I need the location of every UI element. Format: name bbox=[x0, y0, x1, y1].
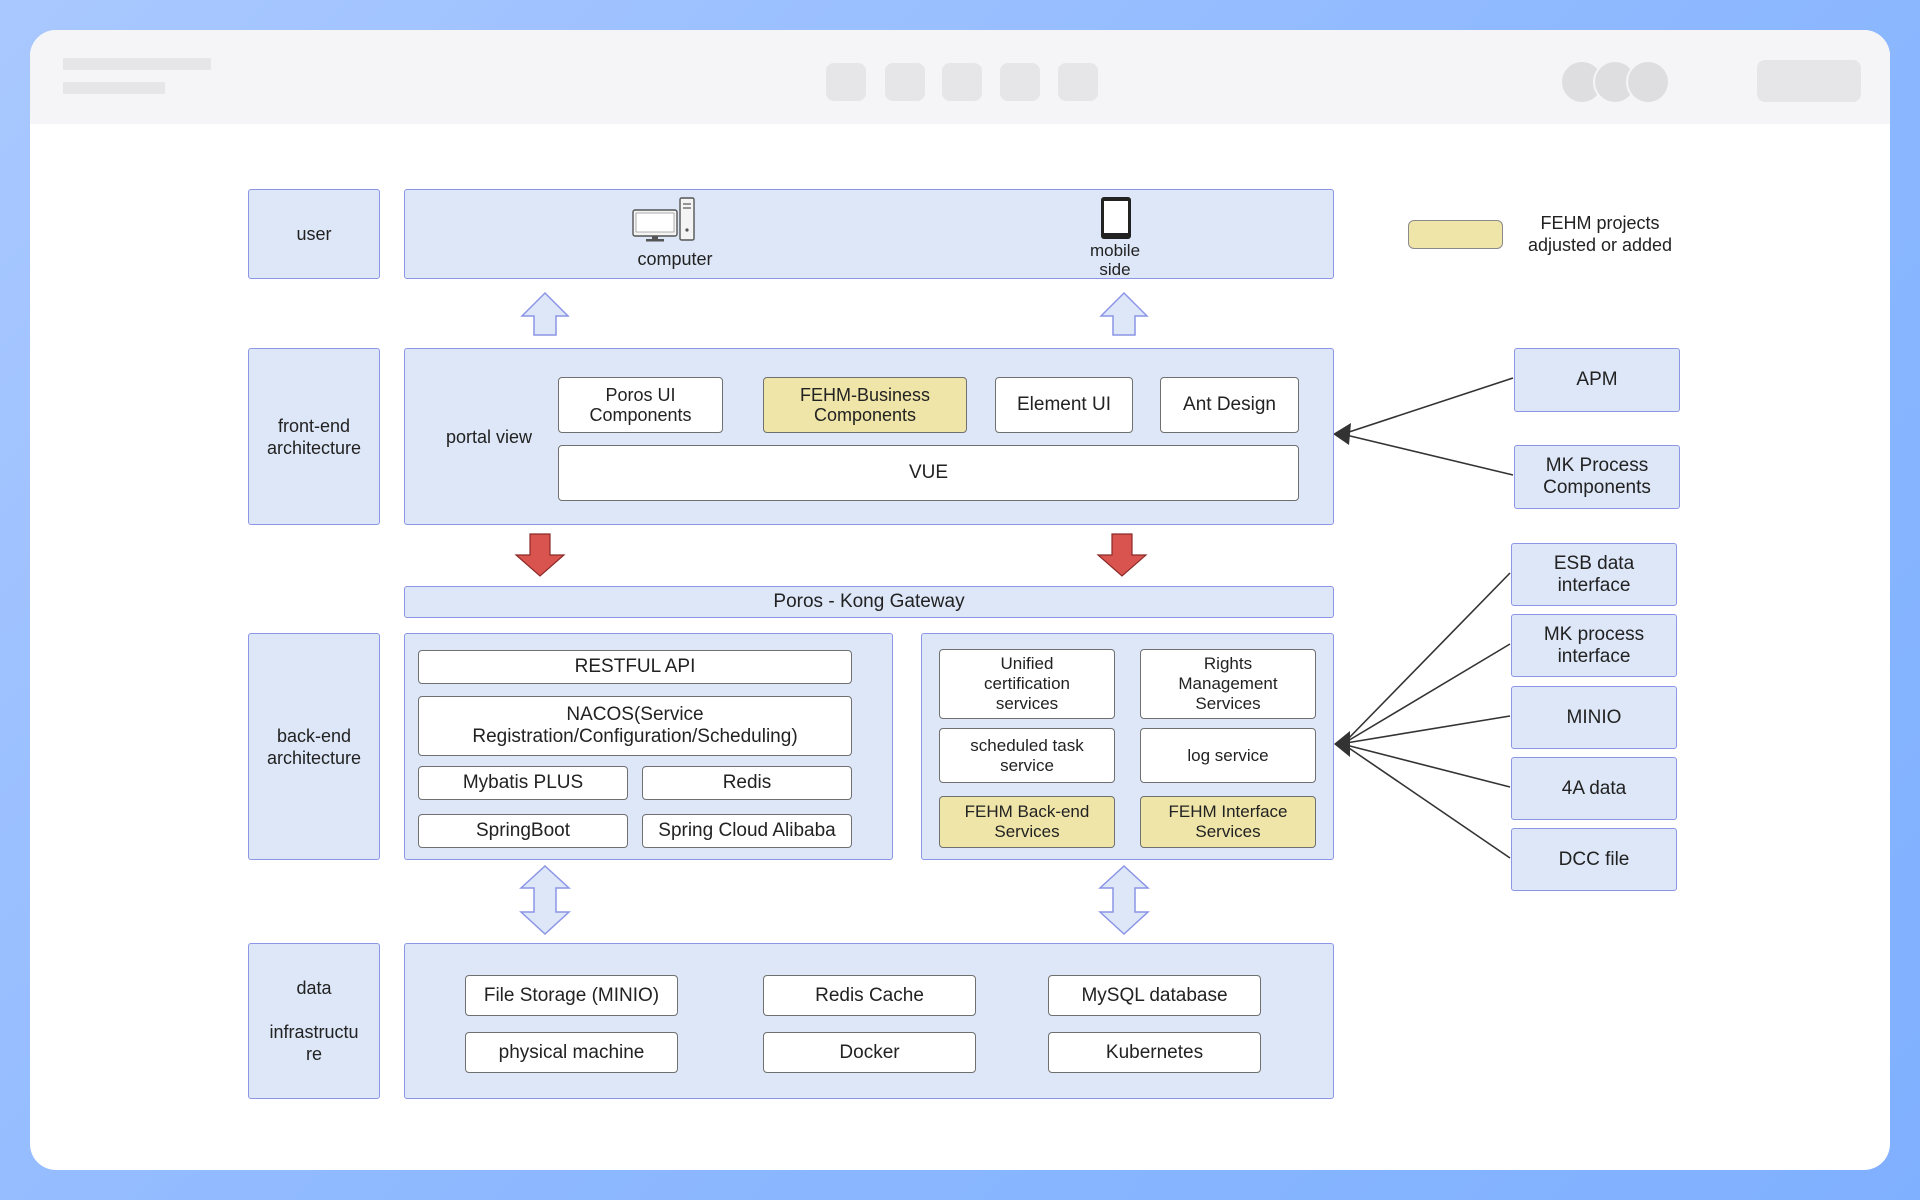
poros-ui-components: Poros UI Components bbox=[558, 377, 723, 433]
mk-process-interface-box: MK process interface bbox=[1511, 614, 1677, 677]
mobile-phone-icon bbox=[1101, 197, 1131, 239]
computer-label: computer bbox=[637, 249, 713, 269]
nacos-service: NACOS(Service Registration/Configuration… bbox=[418, 696, 852, 756]
fehm-interface-services: FEHM Interface Services bbox=[1140, 796, 1316, 848]
dcc-file-box: DCC file bbox=[1511, 828, 1677, 891]
log-service: log service bbox=[1140, 728, 1316, 783]
toolbar-button[interactable] bbox=[826, 63, 866, 101]
vue-framework: VUE bbox=[558, 445, 1299, 501]
kong-gateway: Poros - Kong Gateway bbox=[404, 586, 1334, 618]
title-placeholder bbox=[63, 58, 211, 70]
mysql-database: MySQL database bbox=[1048, 975, 1261, 1016]
scheduled-task-service: scheduled task service bbox=[939, 728, 1115, 783]
springboot: SpringBoot bbox=[418, 814, 628, 848]
file-storage-minio: File Storage (MINIO) bbox=[465, 975, 678, 1016]
legend-swatch bbox=[1408, 220, 1503, 249]
redis-cache: Redis Cache bbox=[763, 975, 976, 1016]
share-button[interactable] bbox=[1757, 60, 1861, 102]
mybatis-plus: Mybatis PLUS bbox=[418, 766, 628, 800]
subtitle-placeholder bbox=[63, 82, 165, 94]
docker: Docker bbox=[763, 1032, 976, 1073]
minio-box: MINIO bbox=[1511, 686, 1677, 749]
connector-line bbox=[1345, 715, 1511, 744]
element-ui: Element UI bbox=[995, 377, 1133, 433]
4a-data-box: 4A data bbox=[1511, 757, 1677, 820]
double-arrow bbox=[519, 864, 571, 936]
fehm-business-components: FEHM-Business Components bbox=[763, 377, 967, 433]
restful-api: RESTFUL API bbox=[418, 650, 852, 684]
portal-view-label: portal view bbox=[445, 427, 533, 447]
toolbar-button[interactable] bbox=[1058, 63, 1098, 101]
fehm-backend-services: FEHM Back-end Services bbox=[939, 796, 1115, 848]
window-toolbar bbox=[30, 30, 1890, 124]
apm-box: APM bbox=[1514, 348, 1680, 412]
physical-machine: physical machine bbox=[465, 1032, 678, 1073]
esb-data-interface-box: ESB data interface bbox=[1511, 543, 1677, 606]
connector-line bbox=[1345, 572, 1511, 742]
layer-label-backend: back-end architecture bbox=[248, 633, 380, 860]
connector-line bbox=[1345, 745, 1511, 859]
connector-line bbox=[1345, 434, 1514, 476]
up-arrow bbox=[520, 291, 570, 336]
mobile-label: mobile side bbox=[1089, 241, 1141, 279]
down-arrow bbox=[1096, 533, 1148, 577]
spring-cloud-alibaba: Spring Cloud Alibaba bbox=[642, 814, 852, 848]
data-layer bbox=[404, 943, 1334, 1099]
connector-line bbox=[1345, 377, 1514, 434]
ant-design: Ant Design bbox=[1160, 377, 1299, 433]
down-arrow bbox=[514, 533, 566, 577]
mk-process-components-box: MK Process Components bbox=[1514, 445, 1680, 509]
layer-label-user: user bbox=[248, 189, 380, 279]
kubernetes: Kubernetes bbox=[1048, 1032, 1261, 1073]
redis: Redis bbox=[642, 766, 852, 800]
up-arrow bbox=[1099, 291, 1149, 336]
toolbar-button[interactable] bbox=[942, 63, 982, 101]
toolbar-button[interactable] bbox=[885, 63, 925, 101]
rights-management-services: Rights Management Services bbox=[1140, 649, 1316, 719]
connector-line bbox=[1345, 744, 1511, 788]
computer-icon bbox=[632, 197, 695, 242]
double-arrow bbox=[1098, 864, 1150, 936]
layer-label-data: data infrastructu re bbox=[248, 943, 380, 1099]
arrowhead bbox=[1334, 731, 1350, 757]
arrowhead bbox=[1333, 423, 1351, 445]
avatar[interactable] bbox=[1626, 60, 1670, 104]
toolbar-button[interactable] bbox=[1000, 63, 1040, 101]
connector-line bbox=[1345, 643, 1511, 743]
legend-text: FEHM projects adjusted or added bbox=[1527, 213, 1673, 255]
unified-certification-services: Unified certification services bbox=[939, 649, 1115, 719]
layer-label-frontend: front-end architecture bbox=[248, 348, 380, 525]
user-layer: computer mobile side bbox=[404, 189, 1334, 279]
